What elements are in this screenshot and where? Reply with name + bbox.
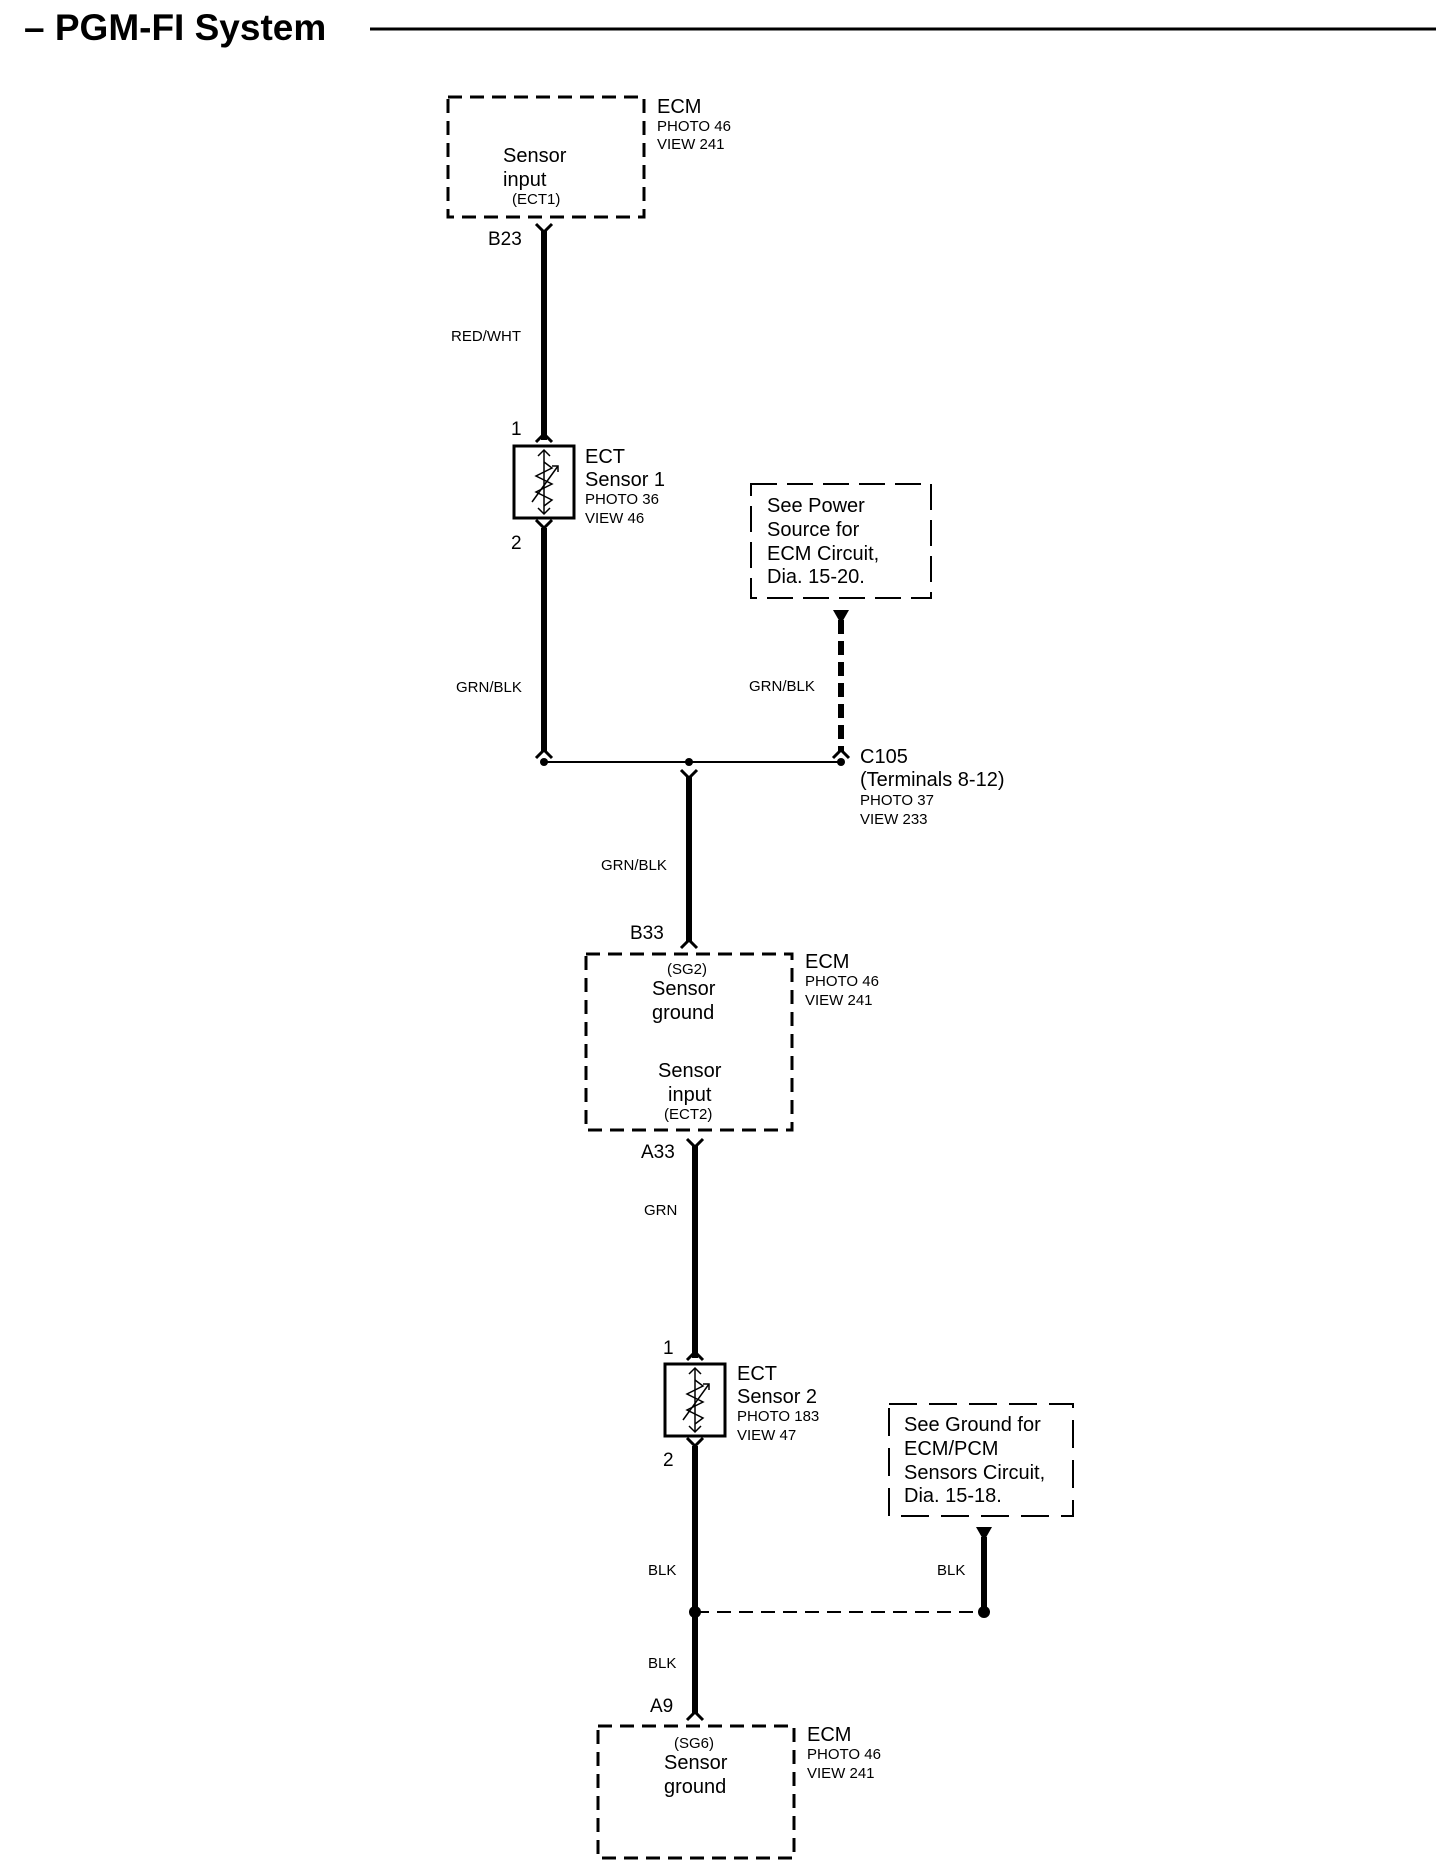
- ecm-bot-name: ECM: [807, 1724, 851, 1746]
- connector-s2-pin2: [685, 1436, 705, 1449]
- sensor2-view: VIEW 47: [737, 1427, 796, 1444]
- ecm-top-label1: Sensor: [503, 145, 567, 167]
- sensor1-view: VIEW 46: [585, 510, 644, 527]
- c105-name: C105: [860, 746, 908, 768]
- ecm-top-label2: input: [503, 169, 547, 191]
- power-ref-l4: Dia. 15-20.: [767, 566, 865, 588]
- ecm-top-sub: (ECT1): [512, 191, 560, 208]
- ecm-top-name: ECM: [657, 96, 701, 118]
- ecm-mid-photo: PHOTO 46: [805, 973, 879, 990]
- ground-ref-l2: ECM/PCM: [904, 1438, 998, 1460]
- power-ref-l1: See Power: [767, 495, 865, 517]
- sensor1-pin1: 1: [511, 419, 522, 440]
- sensor2-pin1: 1: [663, 1338, 674, 1359]
- connector-b33: [679, 937, 699, 950]
- ecm-mid-l4: input: [668, 1084, 712, 1106]
- connector-s2-pin1: [685, 1349, 705, 1362]
- connector-c105-right: [831, 747, 851, 760]
- connector-s1-pin1: [534, 431, 554, 444]
- ecm-mid-pin-top: B33: [630, 923, 664, 944]
- connector-a9: [685, 1709, 705, 1722]
- sensor1-name2: Sensor 1: [585, 469, 665, 491]
- connector-b23: [534, 222, 554, 235]
- c105-view: VIEW 233: [860, 811, 928, 828]
- wire-label-4: GRN/BLK: [601, 857, 667, 874]
- sensor2-name: ECT: [737, 1363, 777, 1385]
- sensor2-pin2: 2: [663, 1450, 674, 1471]
- ecm-bot-sub: (SG6): [674, 1735, 714, 1752]
- ground-ref-l4: Dia. 15-18.: [904, 1485, 1002, 1507]
- ecm-bot-box: [596, 1724, 796, 1860]
- page-title: – PGM-FI System: [24, 7, 326, 48]
- power-ref-l3: ECM Circuit,: [767, 543, 879, 565]
- ecm-mid-l3: Sensor: [658, 1060, 722, 1082]
- ecm-bot-pin: A9: [650, 1696, 673, 1717]
- thermistor-icon: [531, 448, 559, 516]
- sensor2-name2: Sensor 2: [737, 1386, 817, 1408]
- wire-label-7: BLK: [937, 1562, 965, 1579]
- ecm-mid-l1: Sensor: [652, 978, 716, 1000]
- connector-c105-left: [534, 747, 554, 760]
- ecm-mid-box: [584, 952, 794, 1132]
- ecm-top-pin: B23: [488, 229, 522, 250]
- wire-label-8: BLK: [648, 1655, 676, 1672]
- wire-label-6: BLK: [648, 1562, 676, 1579]
- ecm-mid-view: VIEW 241: [805, 992, 873, 1009]
- ecm-mid-sub2: (ECT2): [664, 1106, 712, 1123]
- ecm-bot-l2: ground: [664, 1776, 726, 1798]
- arrow-power-ref: [833, 610, 849, 624]
- wire-label-2: GRN/BLK: [456, 679, 522, 696]
- ecm-mid-name: ECM: [805, 951, 849, 973]
- wire-label-1: RED/WHT: [451, 328, 521, 345]
- c105-photo: PHOTO 37: [860, 792, 934, 809]
- ecm-mid-sub1: (SG2): [667, 961, 707, 978]
- sensor2-photo: PHOTO 183: [737, 1408, 819, 1425]
- sensor1-photo: PHOTO 36: [585, 491, 659, 508]
- splice-dot-center: [685, 758, 693, 766]
- ecm-top-box: [446, 95, 646, 219]
- ecm-mid-l2: ground: [652, 1002, 714, 1024]
- ground-ref-l1: See Ground for: [904, 1414, 1041, 1436]
- ecm-top-photo: PHOTO 46: [657, 118, 731, 135]
- wire-label-3: GRN/BLK: [749, 678, 815, 695]
- thermistor-icon: [682, 1366, 710, 1434]
- sensor1-pin2: 2: [511, 533, 522, 554]
- c105-terms: (Terminals 8-12): [860, 769, 1004, 791]
- arrow-ground-ref: [976, 1527, 992, 1541]
- ground-ref-l3: Sensors Circuit,: [904, 1462, 1045, 1484]
- connector-s1-pin2: [534, 518, 554, 531]
- wire-label-5: GRN: [644, 1202, 677, 1219]
- ecm-bot-l1: Sensor: [664, 1752, 728, 1774]
- ground-ref-box: [888, 1403, 1074, 1517]
- ecm-bot-photo: PHOTO 46: [807, 1746, 881, 1763]
- power-ref-l2: Source for: [767, 519, 860, 541]
- power-ref-box: [750, 483, 932, 599]
- ecm-top-view: VIEW 241: [657, 136, 725, 153]
- ecm-bot-view: VIEW 241: [807, 1765, 875, 1782]
- sensor1-name: ECT: [585, 446, 625, 468]
- ecm-mid-pin-bot: A33: [641, 1142, 675, 1163]
